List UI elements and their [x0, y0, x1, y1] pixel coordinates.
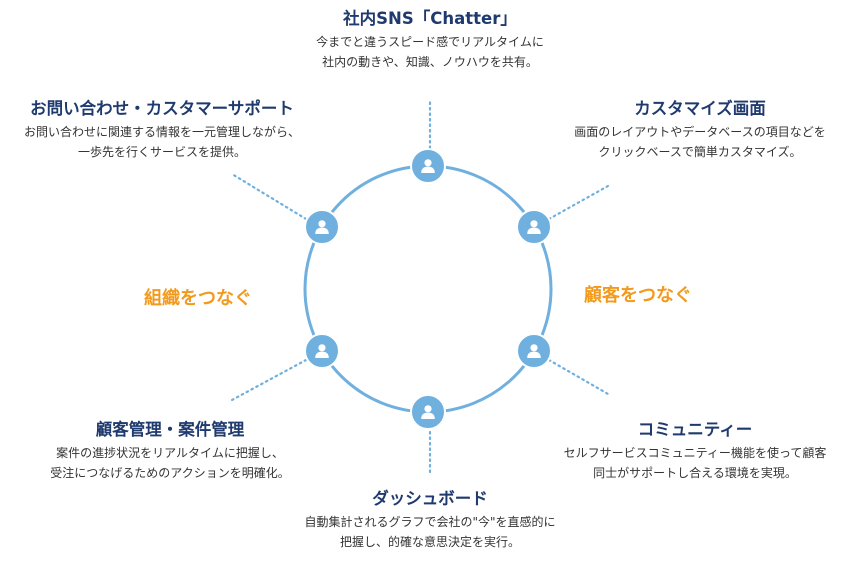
connector-line [230, 358, 308, 402]
feature-title: お問い合わせ・カスタマーサポート [30, 99, 294, 118]
right-center-label: 顧客をつなぐ [584, 285, 692, 306]
feature-dashboard: ダッシュボード 自動集計されるグラフで会社の"今"を直感的に 把握し、的確な意思… [270, 488, 590, 552]
feature-description: お問い合わせに関連する情報を一元管理しながら、 一歩先を行くサービスを提供。 [23, 125, 300, 159]
feature-title: カスタマイズ画面 [634, 99, 766, 118]
connector-line [547, 358, 610, 396]
node-dashboard [410, 394, 446, 430]
feature-support: お問い合わせ・カスタマーサポート お問い合わせに関連する情報を一元管理しながら、… [2, 98, 322, 162]
feature-description: 今までと違うスピード感でリアルタイムに 社内の動きや、知識、ノウハウを共有。 [316, 35, 544, 69]
node-chatter [410, 148, 446, 184]
feature-customize: カスタマイズ画面 画面のレイアウトやデータベースの項目などを クリックベースで簡… [550, 98, 850, 162]
feature-title: 顧客管理・案件管理 [95, 420, 245, 439]
feature-chatter: 社内SNS「Chatter」 今までと違うスピード感でリアルタイムに 社内の動き… [260, 8, 600, 72]
node-support [304, 209, 340, 245]
node-community [516, 333, 552, 369]
feature-description: 画面のレイアウトやデータベースの項目などを クリックベースで簡単カスタマイズ。 [574, 125, 826, 159]
feature-title: 社内SNS「Chatter」 [343, 9, 517, 28]
connector-line [547, 184, 610, 221]
feature-title: コミュニティー [637, 420, 753, 439]
feature-title: ダッシュボード [372, 489, 488, 508]
node-customize [516, 209, 552, 245]
ring [303, 164, 553, 414]
feature-community: コミュニティー セルフサービスコミュニティー機能を使って顧客 同士がサポートし合… [535, 419, 855, 483]
connector-line [230, 172, 308, 221]
feature-description: 案件の進捗状況をリアルタイムに把握し、 受注につなげるためのアクションを明確化。 [50, 446, 290, 480]
feature-description: セルフサービスコミュニティー機能を使って顧客 同士がサポートし合える環境を実現。 [563, 446, 827, 480]
left-center-label: 組織をつなぐ [144, 288, 252, 309]
feature-description: 自動集計されるグラフで会社の"今"を直感的に 把握し、的確な意思決定を実行。 [304, 515, 556, 549]
feature-customer-management: 顧客管理・案件管理 案件の進捗状況をリアルタイムに把握し、 受注につなげるための… [20, 419, 320, 483]
node-customer-management [304, 333, 340, 369]
